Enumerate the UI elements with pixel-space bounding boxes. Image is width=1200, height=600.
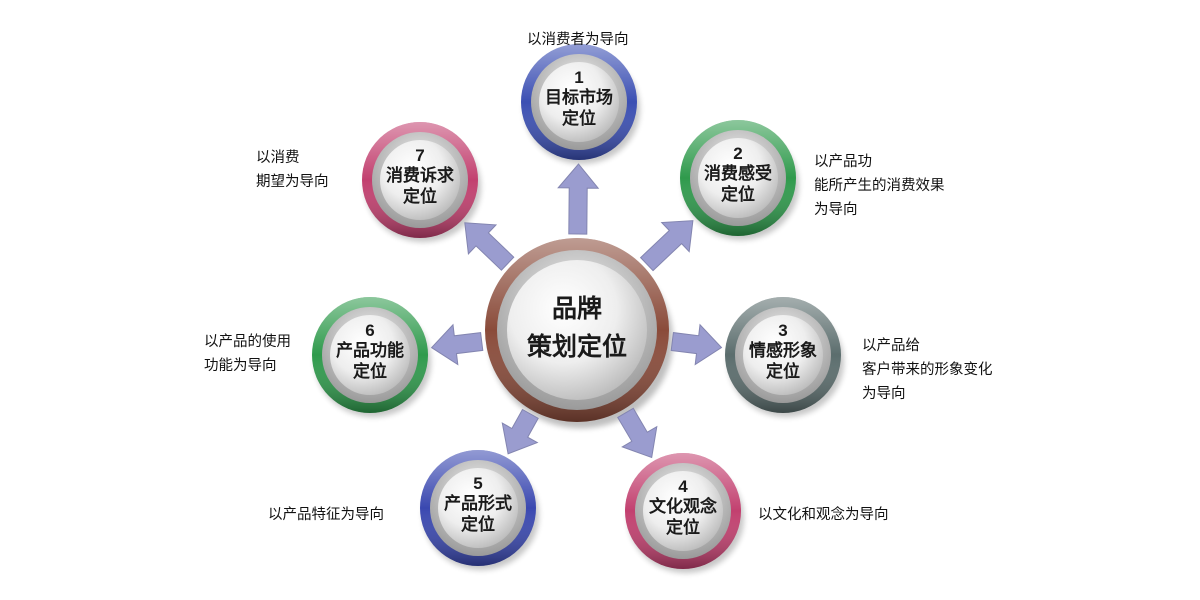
node-1-description: 以消费者为导向 — [527, 32, 629, 48]
arrow-to-node-6 — [430, 323, 484, 366]
arrow-to-node-5 — [501, 408, 539, 455]
node-label: 消费感受定位 — [704, 164, 772, 205]
node-5-face — [438, 468, 518, 548]
node-2-face — [698, 138, 778, 218]
node-number: 1 — [574, 68, 584, 87]
node-number: 3 — [778, 321, 788, 340]
node-number: 6 — [365, 321, 375, 340]
arrow-to-node-4 — [617, 407, 658, 459]
node-7-description: 以消费 期望为导向 — [256, 150, 329, 190]
node-number: 2 — [733, 144, 743, 163]
node-label: 产品功能定位 — [336, 341, 404, 382]
node-number: 7 — [415, 146, 425, 165]
node-number: 5 — [473, 474, 483, 493]
node-6-face — [330, 315, 410, 395]
arrow-to-node-3 — [670, 323, 723, 366]
node-3-face — [743, 315, 823, 395]
node-number: 4 — [678, 477, 688, 496]
node-2-description: 以产品功 能所产生的消费效果为导向 — [814, 154, 945, 218]
node-label: 消费诉求定位 — [386, 166, 454, 207]
node-label: 目标市场定位 — [545, 88, 613, 129]
node-4-face — [643, 471, 723, 551]
node-6-description: 以产品的使用 功能为导向 — [204, 334, 291, 374]
node-5-description: 以产品特征为导向 — [268, 507, 384, 523]
node-3-description: 以产品给 客户带来的形象变化为导向 — [862, 338, 993, 402]
arrow-to-node-7 — [464, 222, 515, 271]
arrow-to-node-1 — [557, 163, 600, 235]
center-face — [507, 260, 647, 400]
arrow-to-node-2 — [639, 220, 694, 272]
node-label: 情感形象定位 — [749, 341, 817, 382]
center-title: 品牌 策划定位 — [526, 294, 627, 361]
node-4-description: 以文化和观念为导向 — [758, 507, 889, 523]
node-1-face — [539, 62, 619, 142]
node-label: 产品形式定位 — [444, 494, 512, 535]
node-label: 文化观念定位 — [649, 497, 717, 538]
node-7-face — [380, 140, 460, 220]
